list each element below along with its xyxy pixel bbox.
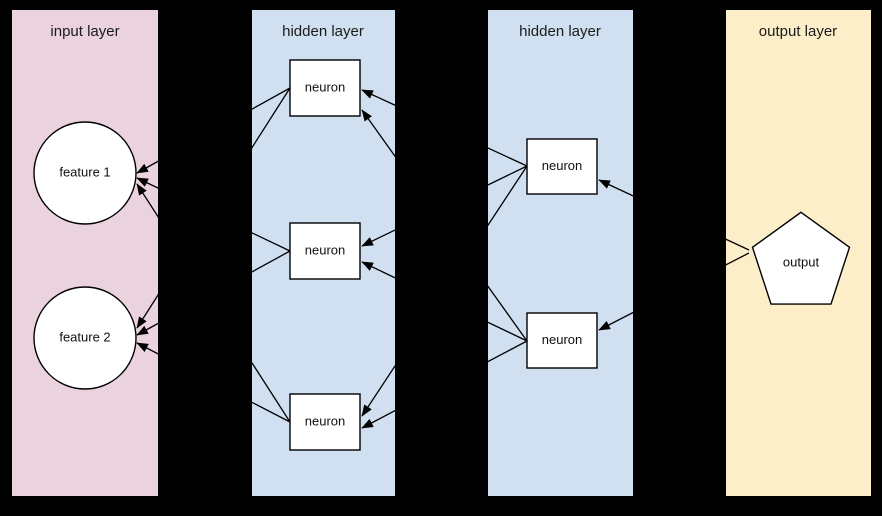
- node-hidden2-neuron-1[interactable]: neuron: [526, 138, 598, 195]
- layer-title-hidden-2: hidden layer: [519, 23, 601, 40]
- node-hidden1-neuron-2[interactable]: neuron: [289, 222, 361, 280]
- layer-title-input: input layer: [50, 23, 119, 40]
- layer-title-output: output layer: [759, 23, 837, 40]
- node-hidden1-neuron-3[interactable]: neuron: [289, 393, 361, 451]
- node-label: neuron: [305, 242, 345, 257]
- node-feature-2[interactable]: feature 2: [33, 286, 137, 390]
- node-label: feature 2: [59, 329, 110, 344]
- node-label: output: [783, 254, 820, 269]
- gap-1: [395, 0, 488, 516]
- node-label: neuron: [542, 158, 582, 173]
- node-output-node[interactable]: output: [751, 211, 851, 305]
- pentagon-shape: [751, 211, 851, 305]
- rect-shape: [526, 312, 598, 369]
- node-hidden1-neuron-1[interactable]: neuron: [289, 59, 361, 117]
- rect-shape: [289, 59, 361, 117]
- rect-shape: [289, 393, 361, 451]
- layer-titles: input layer hidden layer hidden layer outpu…: [50, 23, 837, 40]
- node-hidden2-neuron-2[interactable]: neuron: [526, 312, 598, 369]
- layer-panel-hidden-2: [488, 10, 633, 496]
- node-label: neuron: [305, 79, 345, 94]
- gap-0: [158, 0, 252, 516]
- gap-2: [633, 0, 726, 516]
- rect-shape: [526, 138, 598, 195]
- layer-panel-input: [12, 10, 158, 496]
- layer-nodes: feature 1 feature 2 neuron neuron neuron neur…: [33, 59, 851, 451]
- node-label: neuron: [542, 332, 582, 347]
- rect-shape: [289, 222, 361, 280]
- ellipse-shape: [33, 121, 137, 225]
- layer-title-hidden-1: hidden layer: [282, 23, 364, 40]
- node-label: feature 1: [59, 164, 110, 179]
- node-label: neuron: [305, 413, 345, 428]
- ellipse-shape: [33, 286, 137, 390]
- node-feature-1[interactable]: feature 1: [33, 121, 137, 225]
- panel-gaps: [158, 0, 726, 516]
